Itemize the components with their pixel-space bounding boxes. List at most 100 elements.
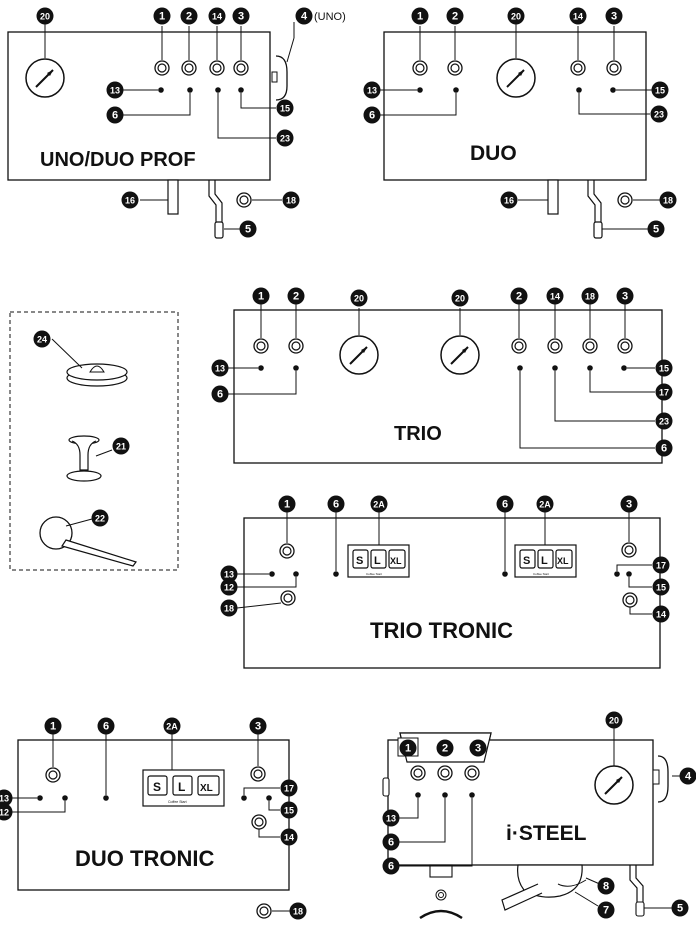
button-s[interactable] <box>352 549 369 569</box>
callout-number: 3 <box>611 11 617 23</box>
button-s-label: S <box>356 555 363 567</box>
callout-number: 18 <box>293 907 303 917</box>
callout-badge: 3 <box>620 495 638 513</box>
indicator-light-icon <box>333 571 339 577</box>
callout-number: 18 <box>224 604 234 614</box>
callout-number: 14 <box>573 12 583 22</box>
accessories-box <box>9 311 179 571</box>
callout-number: 1 <box>405 743 411 755</box>
callout-number: 18 <box>585 292 595 302</box>
indicator-light-icon <box>293 571 299 577</box>
callout-badge: 14 <box>280 828 298 846</box>
callout-number: 6 <box>661 443 667 455</box>
steam-knob-icon <box>275 55 288 101</box>
button-l[interactable] <box>537 549 554 569</box>
callout-badge: 6 <box>363 106 381 124</box>
callout-badge: 6 <box>496 495 514 513</box>
button-l[interactable] <box>370 549 387 569</box>
steam-wand-icon <box>587 180 602 222</box>
hot-water-outlet-icon <box>547 179 559 215</box>
callout-badge: 16 <box>500 191 518 209</box>
callout-number: 6 <box>502 499 508 511</box>
callout-badge: 6 <box>382 833 400 851</box>
callout-badge: 17 <box>655 383 673 401</box>
button-s[interactable] <box>147 775 168 796</box>
coffee-keypad: S L XL Coffee Start <box>514 544 577 578</box>
callout-number: 14 <box>550 292 560 302</box>
button-xl[interactable] <box>197 775 220 796</box>
callout-number: 4 <box>301 11 308 23</box>
callout-number: 16 <box>125 196 135 206</box>
callout-number: 13 <box>110 86 120 96</box>
callout-number: 6 <box>388 837 394 849</box>
callout-number: 5 <box>245 224 251 236</box>
indicator-light-icon <box>158 87 164 93</box>
callout-number: 15 <box>656 583 666 593</box>
knob-icon <box>617 338 633 354</box>
button-s[interactable] <box>519 549 536 569</box>
button-l-label: L <box>178 780 185 794</box>
callout-badge: 13 <box>0 789 13 807</box>
callout-number: 20 <box>40 12 50 22</box>
knob-icon <box>256 903 272 919</box>
callout-number: 7 <box>603 905 609 917</box>
knob-icon <box>251 814 267 830</box>
callout-badge: 3 <box>249 717 267 735</box>
indicator-light-icon <box>187 87 193 93</box>
knob-icon <box>412 60 428 76</box>
callout-number: 3 <box>622 291 628 303</box>
indicator-light-icon <box>293 365 299 371</box>
callout-badge: 8 <box>597 877 615 895</box>
callout-badge: 3 <box>605 7 623 25</box>
panel-title: TRIO TRONIC <box>370 618 513 643</box>
callout-number: 15 <box>655 86 665 96</box>
knob-icon <box>582 338 598 354</box>
callout-badge: 20 <box>605 711 623 729</box>
button-xl[interactable] <box>388 549 406 569</box>
callout-number: 3 <box>255 721 261 733</box>
callout-badge: 7 <box>597 901 615 919</box>
coffee-keypad: S L XL Coffee Start <box>347 544 410 578</box>
callout-number: 20 <box>354 294 364 304</box>
callout-number: 14 <box>656 610 666 620</box>
button-l[interactable] <box>172 775 193 796</box>
callout-badge: 13 <box>382 809 400 827</box>
callout-number: 18 <box>286 196 296 206</box>
callout-badge: 2A <box>536 495 554 513</box>
knob-icon <box>253 338 269 354</box>
knob-icon <box>279 543 295 559</box>
callout-number: 1 <box>50 721 56 733</box>
callout-badge: 21 <box>112 437 130 455</box>
button-xl[interactable] <box>555 549 573 569</box>
knob-icon <box>511 338 527 354</box>
callout-number: 18 <box>663 196 673 206</box>
callout-number: 17 <box>659 388 669 398</box>
callout-badge: 18 <box>220 599 238 617</box>
callout-number: 13 <box>0 794 9 804</box>
callout-badge: 14 <box>546 287 564 305</box>
knob-icon <box>622 592 638 608</box>
callout-badge: 3 <box>232 7 250 25</box>
callout-badge: 1 <box>153 7 171 25</box>
callout-number: 16 <box>504 196 514 206</box>
callout-number: 3 <box>626 499 632 511</box>
callout-badge: 13 <box>106 81 124 99</box>
knob-icon <box>621 542 637 558</box>
panel-duo: DUO <box>380 24 660 239</box>
indicator-light-icon <box>610 87 616 93</box>
button-s-label: S <box>153 780 161 794</box>
callout-number: 22 <box>95 514 105 524</box>
callout-badge: 24 <box>33 330 51 348</box>
indicator-light-icon <box>614 571 620 577</box>
pressure-gauge-icon <box>440 335 480 375</box>
knob-icon <box>233 60 249 76</box>
indicator-light-icon <box>241 795 247 801</box>
callout-number: 12 <box>224 583 234 593</box>
indicator-light-icon <box>238 87 244 93</box>
indicator-light-icon <box>266 795 272 801</box>
callout-badge: 14 <box>569 7 587 25</box>
callout-number: 15 <box>280 104 290 114</box>
indicator-light-icon <box>576 87 582 93</box>
